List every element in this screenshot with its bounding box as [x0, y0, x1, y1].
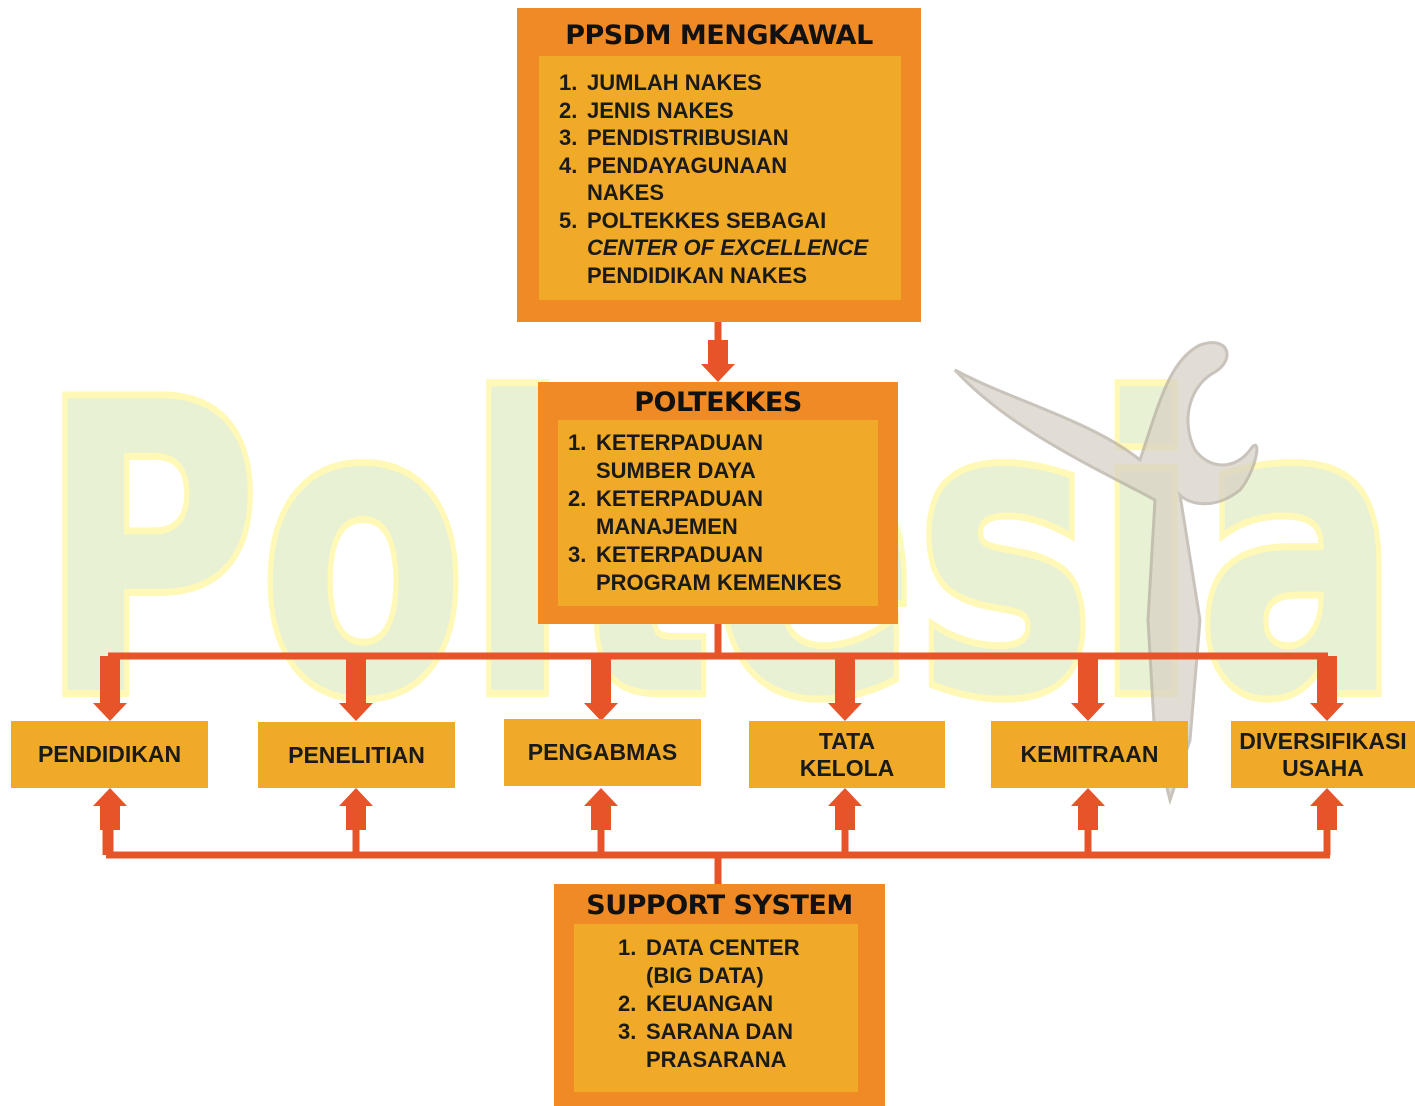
arrow-to-kemitraan [1071, 656, 1105, 721]
ppsdm-item: 3. PENDISTRIBUSIAN [559, 124, 901, 152]
poltekkes-item: 2. KETERPADUAN MANAJEMEN [568, 485, 878, 541]
poltekkes-list: 1. KETERPADUAN SUMBER DAYA 2. KETERPADUAN M… [568, 429, 878, 597]
ppsdm-item-number: 5. [559, 207, 578, 233]
ppsdm-item-text: PENDISTRIBUSIAN [587, 125, 789, 150]
support-system-list-panel: 1. DATA CENTER (BIG DATA) 2. KEUANGAN 3. SARA… [574, 924, 858, 1092]
pillar-pendidikan: PENDIDIKAN [11, 721, 208, 788]
support-item-text: DATA CENTER (BIG DATA) [646, 935, 800, 988]
ppsdm-item: 2. JENIS NAKES [559, 97, 901, 125]
support-item-text: KEUANGAN [646, 991, 774, 1016]
arrow-from-support-to-diversifikasi-usaha [1310, 788, 1344, 830]
poltekkes-item: 3. KETERPADUAN PROGRAM KEMENKES [568, 541, 878, 597]
arrow-to-tata-kelola [828, 656, 862, 721]
support-item-number: 2. [618, 991, 637, 1016]
ppsdm-item-text: JUMLAH NAKES [587, 70, 762, 95]
poltekkes-item-text: KETERPADUAN MANAJEMEN [596, 486, 764, 539]
pillar-pengabmas: PENGABMAS [504, 719, 701, 786]
poltekkes-title: POLTEKKES [634, 387, 802, 418]
support-system-list: 1. DATA CENTER (BIG DATA) 2. KEUANGAN 3. SARA… [618, 934, 858, 1074]
arrow-to-pengabmas [584, 656, 618, 721]
pillar-tata-kelola: TATA KELOLA [749, 721, 945, 788]
poltekkes-item-number: 2. [568, 486, 587, 511]
arrow-from-support-to-penelitian [339, 788, 373, 830]
arrow-from-support-to-tata-kelola [828, 788, 862, 830]
support-item: 2. KEUANGAN [618, 990, 858, 1018]
support-item: 3. SARANA DAN PRASARANA [618, 1018, 858, 1074]
poltekkes-item-text: KETERPADUAN PROGRAM KEMENKES [596, 542, 842, 595]
ppsdm-title: PPSDM MENGKAWAL [565, 20, 873, 51]
support-item-number: 1. [618, 935, 637, 960]
ppsdm-item-text: JENIS NAKES [587, 97, 734, 123]
ppsdm-item-number: 2. [559, 97, 578, 123]
arrow-to-pendidikan [93, 656, 127, 721]
ppsdm-item-number: 4. [559, 152, 578, 178]
pillar-kemitraan: KEMITRAAN [991, 721, 1188, 788]
poltekkes-item: 1. KETERPADUAN SUMBER DAYA [568, 429, 878, 485]
pillar-diversifikasi-usaha: DIVERSIFIKASI USAHA [1231, 721, 1415, 788]
ppsdm-box: PPSDM MENGKAWAL 1. JUMLAH NAKES 2. JENIS NA… [517, 8, 921, 322]
ppsdm-list: 1. JUMLAH NAKES 2. JENIS NAKES 3. PENDISTRIBU… [559, 69, 901, 289]
poltekkes-item-number: 3. [568, 542, 587, 567]
arrow-from-support-to-pengabmas [584, 788, 618, 830]
ppsdm-item-number: 1. [559, 70, 578, 95]
support-item-number: 3. [618, 1019, 637, 1044]
support-item-text: SARANA DAN PRASARANA [646, 1019, 794, 1072]
poltekkes-item-number: 1. [568, 430, 587, 455]
pillar-penelitian: PENELITIAN [258, 722, 455, 788]
keris-dagger-icon [953, 341, 1259, 806]
arrow-from-support-to-kemitraan [1071, 788, 1105, 830]
arrow-to-penelitian [339, 656, 373, 721]
poltekkes-box: POLTEKKES 1. KETERPADUAN SUMBER DAYA 2. KET… [538, 382, 898, 624]
ppsdm-item-italic: CENTER OF EXCELLENCE [587, 235, 869, 260]
ppsdm-item: 1. JUMLAH NAKES [559, 69, 901, 97]
support-system-title: SUPPORT SYSTEM [586, 890, 853, 921]
ppsdm-item: 4. PENDAYAGUNAAN NAKES [559, 152, 901, 207]
support-system-box: SUPPORT SYSTEM 1.DATA CENTER (BIG DATA)2… [554, 884, 885, 1106]
support-item: 1. DATA CENTER (BIG DATA) [618, 934, 858, 990]
arrow-to-diversifikasi-usaha [1310, 656, 1344, 721]
poltekkes-list-panel: 1. KETERPADUAN SUMBER DAYA 2. KETERPADUAN M… [558, 420, 878, 606]
ppsdm-item-number: 3. [559, 125, 578, 150]
ppsdm-list-panel: 1. JUMLAH NAKES 2. JENIS NAKES 3. PENDISTRIBU… [539, 56, 901, 300]
arrow-from-support-to-pendidikan [93, 788, 127, 830]
ppsdm-item-text: PENDAYAGUNAAN NAKES [587, 152, 788, 206]
ppsdm-to-poltekkes-arrow [701, 340, 735, 382]
poltekkes-item-text: KETERPADUAN SUMBER DAYA [596, 430, 764, 483]
